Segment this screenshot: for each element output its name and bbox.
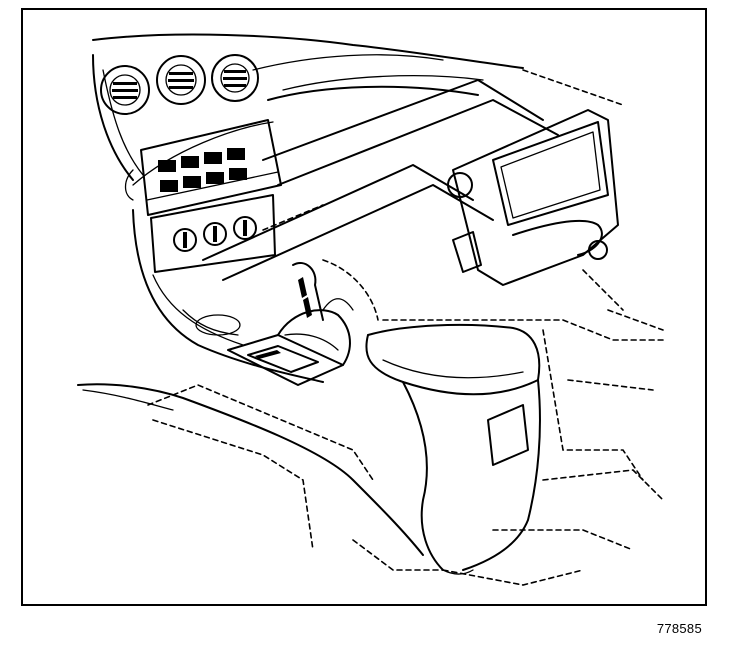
radio-switch-cluster <box>124 119 282 216</box>
climate-control-knobs <box>150 194 276 273</box>
air-vent-left <box>100 65 150 115</box>
floor-console <box>365 323 541 575</box>
shifter-bezel <box>227 334 344 386</box>
air-vent-center <box>156 55 206 105</box>
figure-number: 778585 <box>656 621 702 636</box>
diagram-frame <box>21 8 707 606</box>
dashboard-outline <box>92 33 524 186</box>
air-vent-right <box>211 54 259 102</box>
console-exploded-illustration <box>77 33 664 586</box>
removal-direction-lines <box>202 69 624 281</box>
console-left-side <box>132 209 324 383</box>
phantom-floor-structure <box>147 259 664 586</box>
floor-carpet <box>77 383 424 556</box>
shift-lever <box>277 262 354 366</box>
instrument-trim-bezel <box>447 109 619 286</box>
